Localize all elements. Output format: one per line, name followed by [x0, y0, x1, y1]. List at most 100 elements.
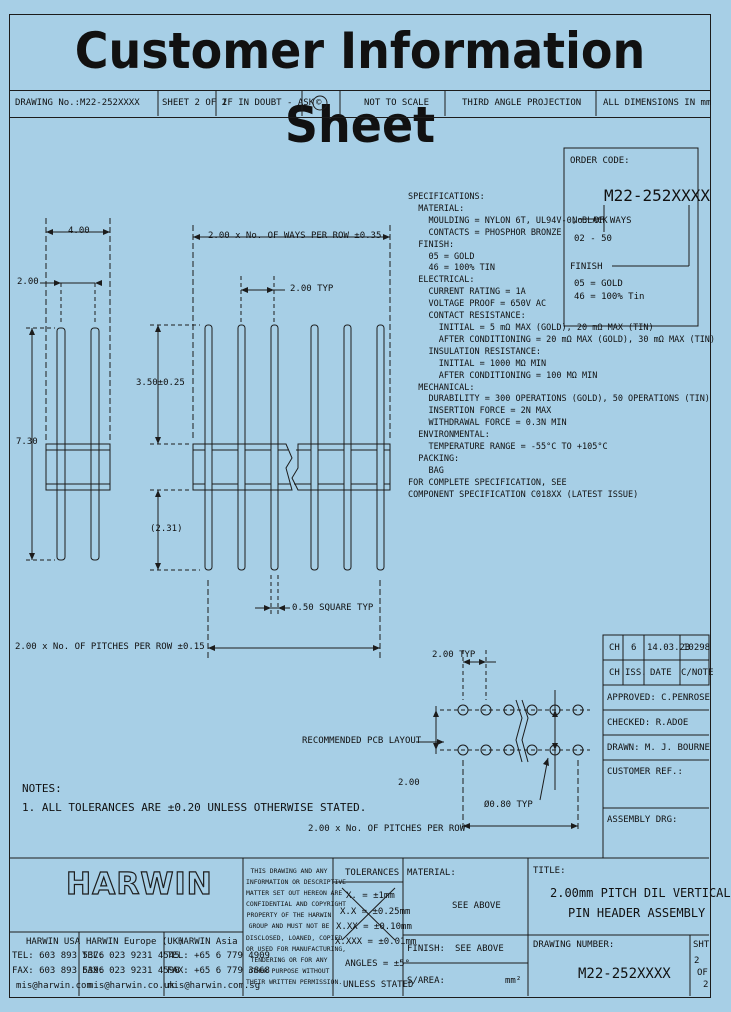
legal-line: OTHER PURPOSE WITHOUT [248, 966, 330, 975]
legal-line: GROUP AND MUST NOT BE [248, 922, 330, 931]
spec-line: 05 = GOLD [408, 251, 475, 262]
finish-gold: 05 = GOLD [574, 279, 623, 289]
legal-line: THEIR WRITTEN PERMISSION. [246, 977, 343, 986]
finish-tin: 46 = 100% Tin [574, 292, 645, 302]
projection: THIRD ANGLE PROJECTION [462, 98, 582, 108]
usa-tel: TEL: 603 893 5376 [12, 951, 105, 961]
tol-unless: UNLESS STATED [343, 980, 414, 990]
pcb-hole: Ø0.80 TYP [484, 800, 533, 810]
dim-typ: 2.00 TYP [290, 284, 334, 294]
asia-tel: TEL: +65 6 779 4909 [167, 951, 270, 961]
legal-line: DISCLOSED, LOANED, COPIED [246, 933, 343, 942]
dim-height: 7.30 [16, 437, 38, 447]
drawing-number-label: DRAWING NUMBER: [533, 940, 615, 950]
spec-line: CONTACTS = PHOSPHOR BRONZE [408, 227, 562, 238]
order-code: M22-252XXXX [604, 186, 710, 205]
customer-ref: CUSTOMER REF.: [607, 767, 683, 777]
sheet-num: 2 [694, 956, 700, 966]
finish-block-label: FINISH: [407, 944, 445, 954]
sheet-label: SHT [693, 940, 710, 950]
tol-xxxx: X.XXX = ±0.01mm [335, 937, 417, 947]
sheet-of: OF [697, 968, 708, 978]
legal-line: TENDERING OR FOR ANY [250, 955, 328, 964]
checked: CHECKED: R.ADOE [607, 718, 689, 728]
drawing-number-value: M22-252XXXX [578, 966, 671, 982]
dim-width: 4.00 [68, 226, 90, 236]
dim-square: 0.50 SQUARE TYP [292, 603, 374, 613]
notes-heading: NOTES: [22, 782, 62, 795]
title-line-2: PIN HEADER ASSEMBLY [568, 906, 706, 920]
title-label: TITLE: [533, 866, 566, 876]
legal-line: INFORMATION OR DESCRIPTIVE [246, 878, 347, 887]
title-line-1: 2.00mm PITCH DIL VERTICAL [550, 886, 731, 900]
sheet-total: 2 [703, 980, 709, 990]
spec-line: 46 = 100% TIN [408, 263, 495, 274]
specifications-list: SPECIFICATIONS: MATERIAL: MOULDING = NYL… [408, 192, 715, 502]
spec-line: COMPONENT SPECIFICATION C018XX (LATEST I… [408, 489, 639, 500]
sheet-number: SHEET 2 OF 2 [162, 98, 228, 108]
order-code-label: ORDER CODE: [570, 156, 630, 166]
pcb-typ: 2.00 TYP [432, 650, 476, 660]
dim-pin-height: 3.50±0.25 [136, 378, 185, 388]
finish-label: FINISH [570, 262, 603, 272]
order-code-box [563, 147, 699, 327]
assembly-drg: ASSEMBLY DRG: [607, 815, 678, 825]
spec-line: CURRENT RATING = 1A [408, 287, 526, 298]
spec-line: INITIAL = 5 mΩ MAX (GOLD), 20 mΩ MAX (TI… [408, 322, 654, 333]
asia-heading: HARWIN Asia [178, 937, 238, 947]
tol-x: X. = ±1mm [346, 891, 395, 901]
approved: APPROVED: C.PENROSE [607, 693, 710, 703]
spec-line: DURABILITY = 300 OPERATIONS (GOLD), 50 O… [408, 394, 710, 405]
spec-line: VOLTAGE PROOF = 650V AC [408, 299, 547, 310]
spec-line: PACKING: [408, 453, 460, 464]
note-1: 1. ALL TOLERANCES ARE ±0.20 UNLESS OTHER… [22, 801, 367, 814]
legal-line: MATTER SET OUT HEREON ARE [246, 889, 343, 898]
tol-xx: X.X = ±0.25mm [340, 907, 411, 917]
usa-heading: HARWIN USA [26, 937, 81, 947]
ways-range: 02 - 50 [574, 234, 612, 244]
if-in-doubt: IF IN DOUBT - ASK [222, 98, 315, 108]
rev-date: 14.03.23 [647, 643, 691, 653]
not-to-scale: NOT TO SCALE [364, 98, 430, 108]
rev-cn: 10298 [683, 643, 711, 653]
rev-hdr-ch: CH [609, 668, 620, 678]
asia-mail: mis@harwin.com.sg [168, 981, 261, 991]
ways-label: No. OF WAYS [572, 216, 632, 226]
spec-line: MOULDING = NYLON 6T, UL94V-0, BLACK [408, 215, 608, 226]
rev-ch: CH [609, 643, 620, 653]
spec-line: FINISH: [408, 239, 455, 250]
spec-line: AFTER CONDITIONING = 20 mΩ MAX (GOLD), 3… [408, 334, 716, 345]
sheet-border [9, 14, 711, 998]
usa-mail: mis@harwin.com [16, 981, 92, 991]
harwin-logo: HARWIN [65, 867, 213, 902]
page-title: Customer Information Sheet [74, 22, 646, 154]
spec-line: BAG [408, 465, 444, 476]
spec-line: ENVIRONMENTAL: [408, 430, 490, 441]
rev-hdr-iss: ISS. [625, 668, 647, 678]
legal-line: OR USED FOR MANUFACTURING, [246, 944, 347, 953]
dim-tail: (2.31) [150, 524, 183, 534]
header-strip [9, 90, 711, 118]
spec-line: TEMPERATURE RANGE = -55°C TO +105°C [408, 442, 608, 453]
legal-line: PROPERTY OF THE HARWIN [246, 911, 332, 920]
dimensions-unit: ALL DIMENSIONS IN mm [603, 98, 712, 108]
rev-hdr-date: DATE [650, 668, 672, 678]
spec-line: FOR COMPLETE SPECIFICATION, SEE [408, 477, 567, 488]
area-unit: mm² [505, 976, 522, 986]
spec-line: MATERIAL: [408, 203, 465, 214]
spec-line: WITHDRAWAL FORCE = 0.3N MIN [408, 418, 567, 429]
tol-angles: ANGLES = ±5° [345, 959, 411, 969]
dim-ways-row: 2.00 x No. OF WAYS PER ROW ±0.35 [208, 231, 382, 241]
pcb-pitches: 2.00 x No. OF PITCHES PER ROW [308, 824, 466, 834]
material-value: SEE ABOVE [452, 901, 501, 911]
tolerances-heading: TOLERANCES [345, 868, 400, 878]
spec-line: INSULATION RESISTANCE: [408, 346, 542, 357]
legal-line: CONFIDENTIAL AND COPYRIGHT [246, 900, 347, 909]
usa-fax: FAX: 603 893 5396 [12, 966, 105, 976]
pcb-layout-label: RECOMMENDED PCB LAYOUT [302, 736, 422, 746]
spec-line: CONTACT RESISTANCE: [408, 311, 526, 322]
tol-xxx: X.XX = ±0.10mm [336, 922, 412, 932]
side-moulding [45, 443, 111, 491]
